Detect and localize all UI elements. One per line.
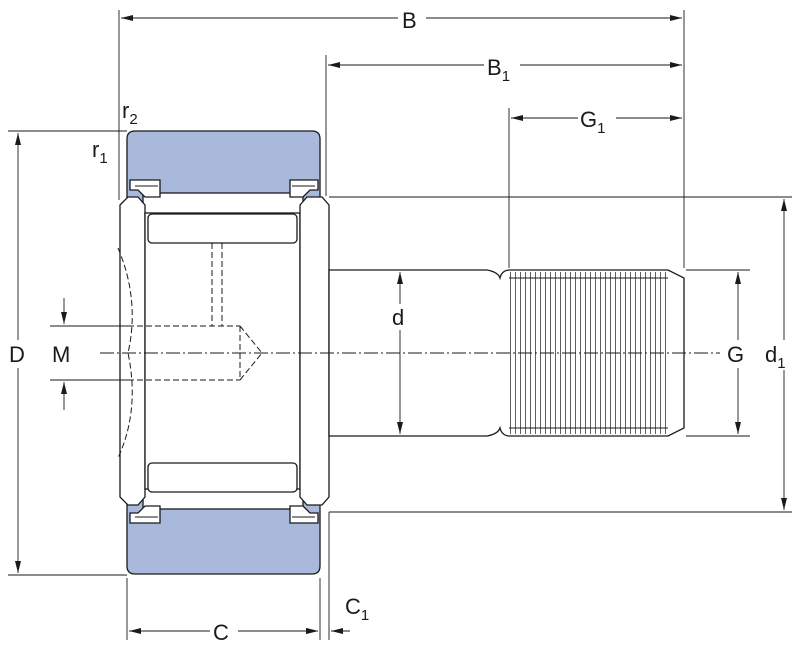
seal-top-right <box>289 179 319 198</box>
label-d: d <box>392 305 404 330</box>
label-r2: r2 <box>122 98 138 128</box>
label-d1: d1 <box>765 342 786 372</box>
seal-bottom-left <box>129 505 161 524</box>
label-B: B <box>402 8 417 33</box>
extension-lines <box>8 10 792 640</box>
dimension-C1 <box>296 628 350 634</box>
needle-roller-bottom <box>147 462 298 493</box>
label-G1: G1 <box>580 107 605 137</box>
seal-top-left <box>129 179 161 198</box>
label-r1: r1 <box>92 137 108 167</box>
label-C1: C1 <box>345 594 369 624</box>
lubrication-hole-hidden <box>117 243 263 459</box>
dimension-M <box>61 298 67 410</box>
label-C: C <box>213 620 229 645</box>
dimension-d <box>397 272 403 434</box>
needle-roller-top <box>147 213 298 244</box>
label-M: M <box>52 342 70 367</box>
seal-bottom-right <box>289 505 319 524</box>
label-B1: B1 <box>487 55 510 85</box>
label-G: G <box>727 342 744 367</box>
label-D: D <box>9 342 25 367</box>
